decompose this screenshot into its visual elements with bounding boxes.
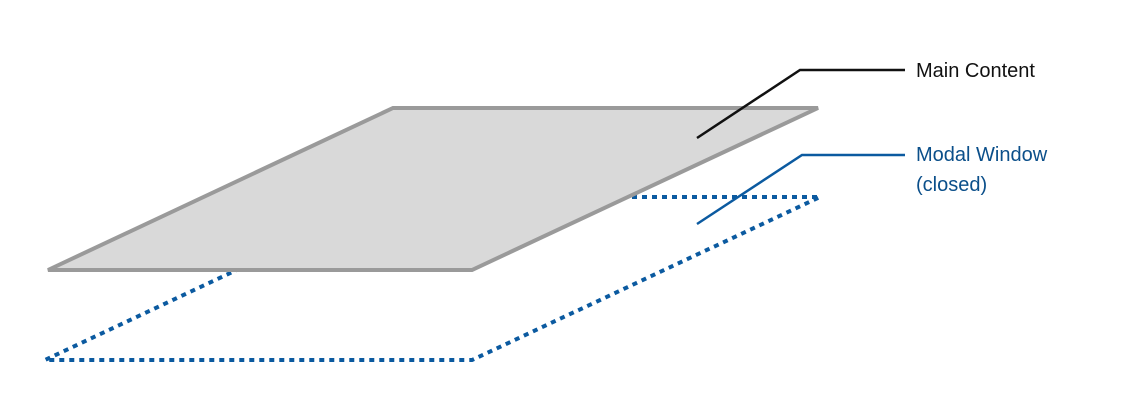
modal-window-callout-line <box>696 153 905 226</box>
modal-window-layer <box>44 195 821 362</box>
modal-window-label: Modal Window (closed) <box>916 140 1047 200</box>
main-content-callout-line <box>696 68 905 140</box>
main-content-layer <box>47 106 819 272</box>
modal-window-label-line2: (closed) <box>916 174 988 196</box>
modal-window-label-line1: Modal Window <box>916 144 1048 166</box>
main-content-label: Main Content <box>916 60 1035 82</box>
